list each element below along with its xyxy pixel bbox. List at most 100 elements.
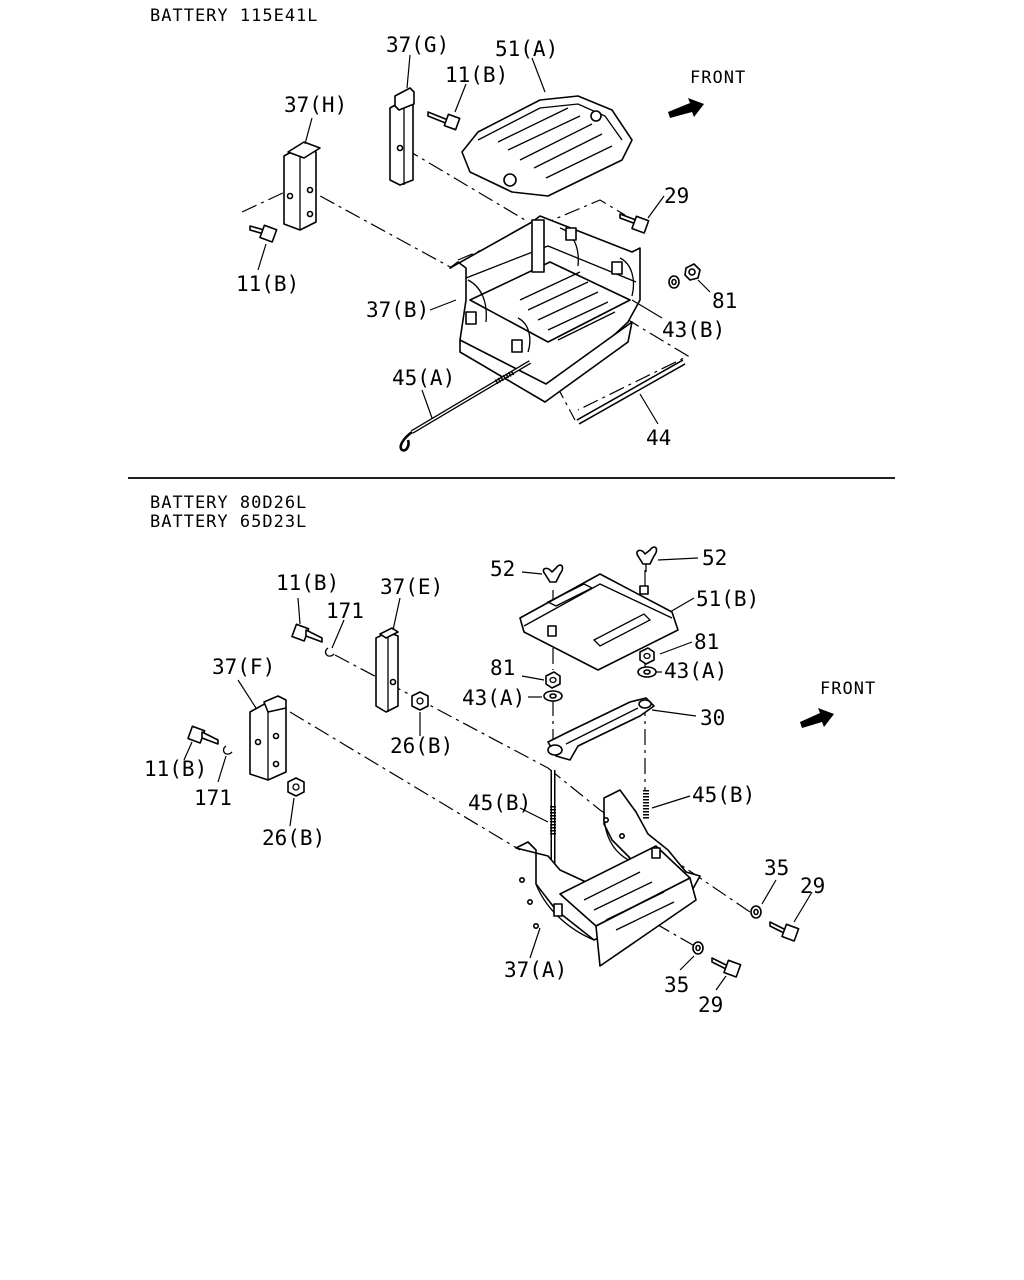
bottom-assembly: FRONT	[144, 546, 876, 1017]
leader-line	[529, 927, 541, 959]
battery-tray-37a	[515, 789, 701, 967]
front-arrow-icon	[668, 98, 704, 118]
callout-81-left: 81	[490, 656, 515, 680]
leader-line	[429, 299, 457, 311]
hold-down-plate-51a	[461, 95, 633, 197]
leader-line	[761, 879, 777, 905]
callout-37e: 37(E)	[380, 575, 443, 599]
leader-line	[659, 641, 693, 655]
leader-line	[793, 891, 813, 923]
bolt-11b-left-lower	[187, 725, 219, 745]
bolt-11b-left	[249, 224, 278, 243]
bolt-29-top	[619, 213, 650, 234]
callout-52-right: 52	[702, 546, 727, 570]
front-label-bottom: FRONT	[820, 679, 876, 699]
callout-45b-right: 45(B)	[692, 783, 755, 807]
leader-line	[531, 57, 546, 93]
callout-29: 29	[664, 184, 689, 208]
washer-43b	[668, 275, 680, 289]
callout-29-bottom: 29	[698, 993, 723, 1017]
clamp-bar-30	[547, 697, 655, 761]
header-battery-115e41l: BATTERY 115E41L	[150, 6, 319, 26]
leader-line	[217, 755, 227, 783]
assembly-line	[241, 184, 453, 269]
assembly-line	[547, 767, 751, 913]
leader-line	[647, 195, 665, 219]
header-battery-80d26l: BATTERY 80D26L	[150, 493, 307, 513]
bracket-37f	[249, 695, 287, 781]
washer-35-right	[750, 905, 762, 919]
callout-44: 44	[646, 426, 671, 450]
callout-30: 30	[700, 706, 725, 730]
assembly-line	[289, 711, 521, 851]
washer-35-bottom	[692, 941, 704, 955]
assembly-line	[334, 654, 549, 769]
callout-45b-left: 45(B)	[468, 791, 531, 815]
callout-11b-upper: 11(B)	[445, 63, 508, 87]
washer-43a-left	[543, 690, 563, 702]
callout-51b: 51(B)	[696, 587, 759, 611]
assembly-line	[577, 317, 690, 411]
leader-line	[331, 619, 345, 649]
leader-line	[715, 975, 727, 991]
bolt-29-bottom	[711, 957, 742, 978]
bolt-11b-top	[291, 623, 323, 643]
leader-line	[521, 571, 543, 575]
nut-81-right	[639, 647, 655, 665]
wing-nut-52-left	[542, 564, 564, 583]
callout-26b-lower: 26(B)	[262, 826, 325, 850]
callout-11b-left: 11(B)	[236, 272, 299, 296]
callout-37b: 37(B)	[366, 298, 429, 322]
bracket-37g	[389, 87, 415, 186]
callout-11b-left: 11(B)	[144, 757, 207, 781]
callout-81-right: 81	[694, 630, 719, 654]
leader-line	[392, 597, 401, 631]
callout-52-left: 52	[490, 557, 515, 581]
callout-81: 81	[712, 289, 737, 313]
callout-171-top: 171	[326, 599, 364, 623]
callout-43a-left: 43(A)	[462, 686, 525, 710]
nut-26b-upper	[411, 691, 429, 711]
nut-81-top	[684, 263, 701, 281]
leader-line	[697, 279, 711, 293]
lock-washer-171-top	[324, 647, 335, 657]
assembly-line	[403, 147, 526, 221]
wing-nut-52-right	[636, 546, 658, 572]
leader-line	[631, 299, 663, 319]
leader-line	[421, 389, 433, 419]
rod-44	[576, 359, 686, 425]
front-label-top: FRONT	[690, 68, 746, 88]
header-battery-65d23l: BATTERY 65D23L	[150, 512, 307, 532]
leader-line	[639, 393, 659, 425]
leader-line	[257, 243, 267, 271]
hook-rod-45a	[399, 360, 532, 452]
leader-line	[406, 54, 411, 89]
leader-line	[669, 597, 695, 613]
callout-37g: 37(G)	[386, 33, 449, 57]
callout-43a-right: 43(A)	[664, 659, 727, 683]
leader-line	[289, 797, 295, 827]
leader-line	[657, 557, 699, 561]
callout-35-bottom: 35	[664, 973, 689, 997]
bracket-37h	[283, 141, 321, 231]
front-arrow-icon	[800, 708, 834, 728]
hold-down-plate-51b	[519, 573, 679, 671]
callout-35-right: 35	[764, 856, 789, 880]
callout-29-right: 29	[800, 874, 825, 898]
leader-line	[183, 741, 193, 761]
leader-line	[679, 955, 695, 971]
callout-26b-upper: 26(B)	[390, 734, 453, 758]
callout-37a: 37(A)	[504, 958, 567, 982]
callout-37h: 37(H)	[284, 93, 347, 117]
leader-line	[651, 795, 691, 809]
lock-washer-171-left	[222, 745, 233, 755]
nut-81-left	[545, 671, 561, 689]
callout-11b-top: 11(B)	[276, 571, 339, 595]
leader-line	[651, 709, 697, 717]
bracket-37e	[375, 627, 399, 713]
callout-51a: 51(A)	[495, 37, 558, 61]
leader-line	[304, 117, 313, 145]
bolt-29-right	[769, 921, 800, 942]
bolt-11b-upper	[427, 111, 461, 131]
